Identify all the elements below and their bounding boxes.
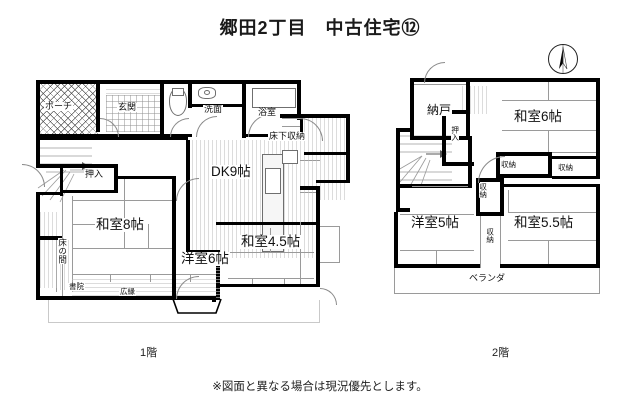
room-label-shuno-b: 収納 xyxy=(557,163,574,172)
disclaimer-text: ※図面と異なる場合は現況優先とします。 xyxy=(212,381,428,393)
room-label-porch: ポーチ xyxy=(44,101,74,111)
room-label-dk: DK9帖 xyxy=(210,164,252,179)
room-label-yoshitsu6: 洋室6帖 xyxy=(180,251,231,266)
room-label-shuno-c: 収納 xyxy=(478,183,488,198)
room-label-washitsu55: 和室5.5帖 xyxy=(513,215,575,230)
room-label-washroom: 洗面 xyxy=(203,104,224,114)
north-arrow-icon xyxy=(548,44,578,74)
room-label-oshiire: 押入 xyxy=(84,169,105,179)
first-floor-caption: 1階 xyxy=(140,347,158,359)
door-swing-bottom-right xyxy=(320,288,337,305)
room-label-shuno-d: 収納 xyxy=(485,228,495,243)
room-label-washitsu6: 和室6帖 xyxy=(513,109,564,124)
door-swing-nando xyxy=(424,62,445,83)
second-floor-plan: 納戸 押入 和室6帖 収納 収納 収納 収納 洋室5帖 和室5.5帖 ベランダ xyxy=(380,0,640,345)
compass-circle xyxy=(548,44,578,74)
room-label-washitsu8: 和室8帖 xyxy=(95,217,146,232)
first-floor-plan: ポーチ 玄関 洗面 浴室 床下収納 DK9帖 押入 和室8帖 床の間 書院 広縁… xyxy=(0,0,380,345)
room-label-yoshitsu5: 洋室5帖 xyxy=(410,215,461,230)
room-label-veranda: ベランダ xyxy=(468,273,507,283)
room-label-nando: 納戸 xyxy=(426,103,453,117)
room-label-oshiire-2f: 押入 xyxy=(450,126,460,141)
room-label-tokonoma: 床の間 xyxy=(57,238,68,264)
room-label-shoin: 書院 xyxy=(68,282,85,291)
page-title: 郷田2丁目 中古住宅⑫ xyxy=(219,18,421,38)
second-floor-caption: 2階 xyxy=(492,347,510,359)
room-label-hiroen: 広縁 xyxy=(119,287,136,296)
room-label-genkan: 玄関 xyxy=(117,102,138,112)
room-label-shuno-a: 収納 xyxy=(500,160,517,169)
room-label-bath: 浴室 xyxy=(257,107,278,117)
bathtub-fixture-icon xyxy=(252,88,296,108)
room-label-underfloor-storage: 床下収納 xyxy=(268,131,307,141)
room-label-washitsu45: 和室4.5帖 xyxy=(240,234,302,249)
